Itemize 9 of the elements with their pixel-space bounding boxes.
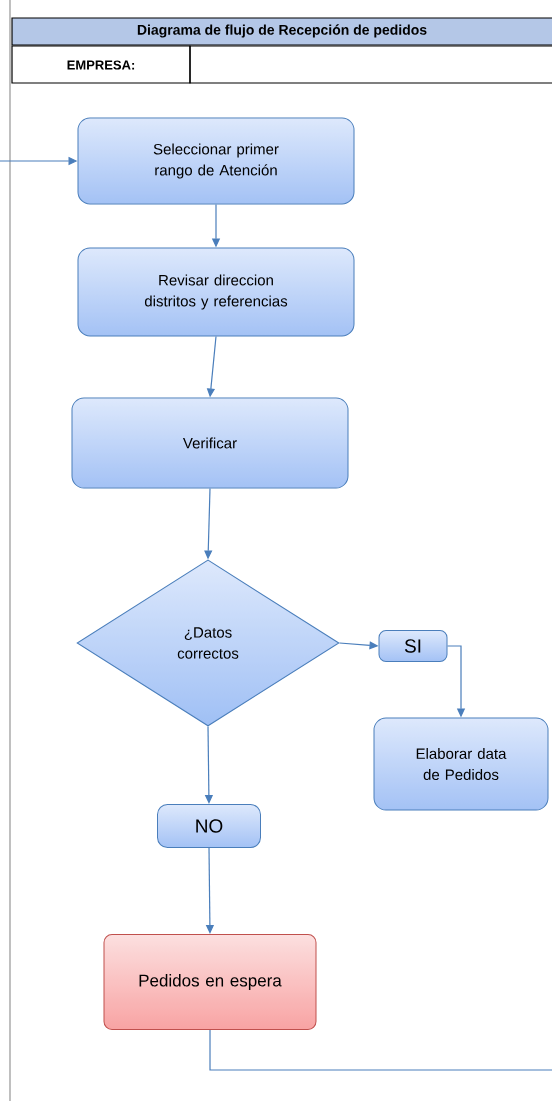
process-box: SI bbox=[378, 630, 448, 662]
table-cell: EMPRESA: bbox=[11, 45, 191, 84]
process-box: Pedidos en espera bbox=[103, 934, 317, 1030]
process-box: Verificar bbox=[71, 397, 349, 489]
process-box: Revisar direccion distritos y referencias bbox=[77, 247, 355, 337]
process-box: Elaborar data de Pedidos bbox=[373, 717, 549, 811]
process-box: Seleccionar primer rango de Atención bbox=[77, 117, 355, 205]
title-bar: Diagrama de flujo de Recepción de pedidos bbox=[11, 17, 552, 46]
process-box: NO bbox=[157, 804, 261, 848]
